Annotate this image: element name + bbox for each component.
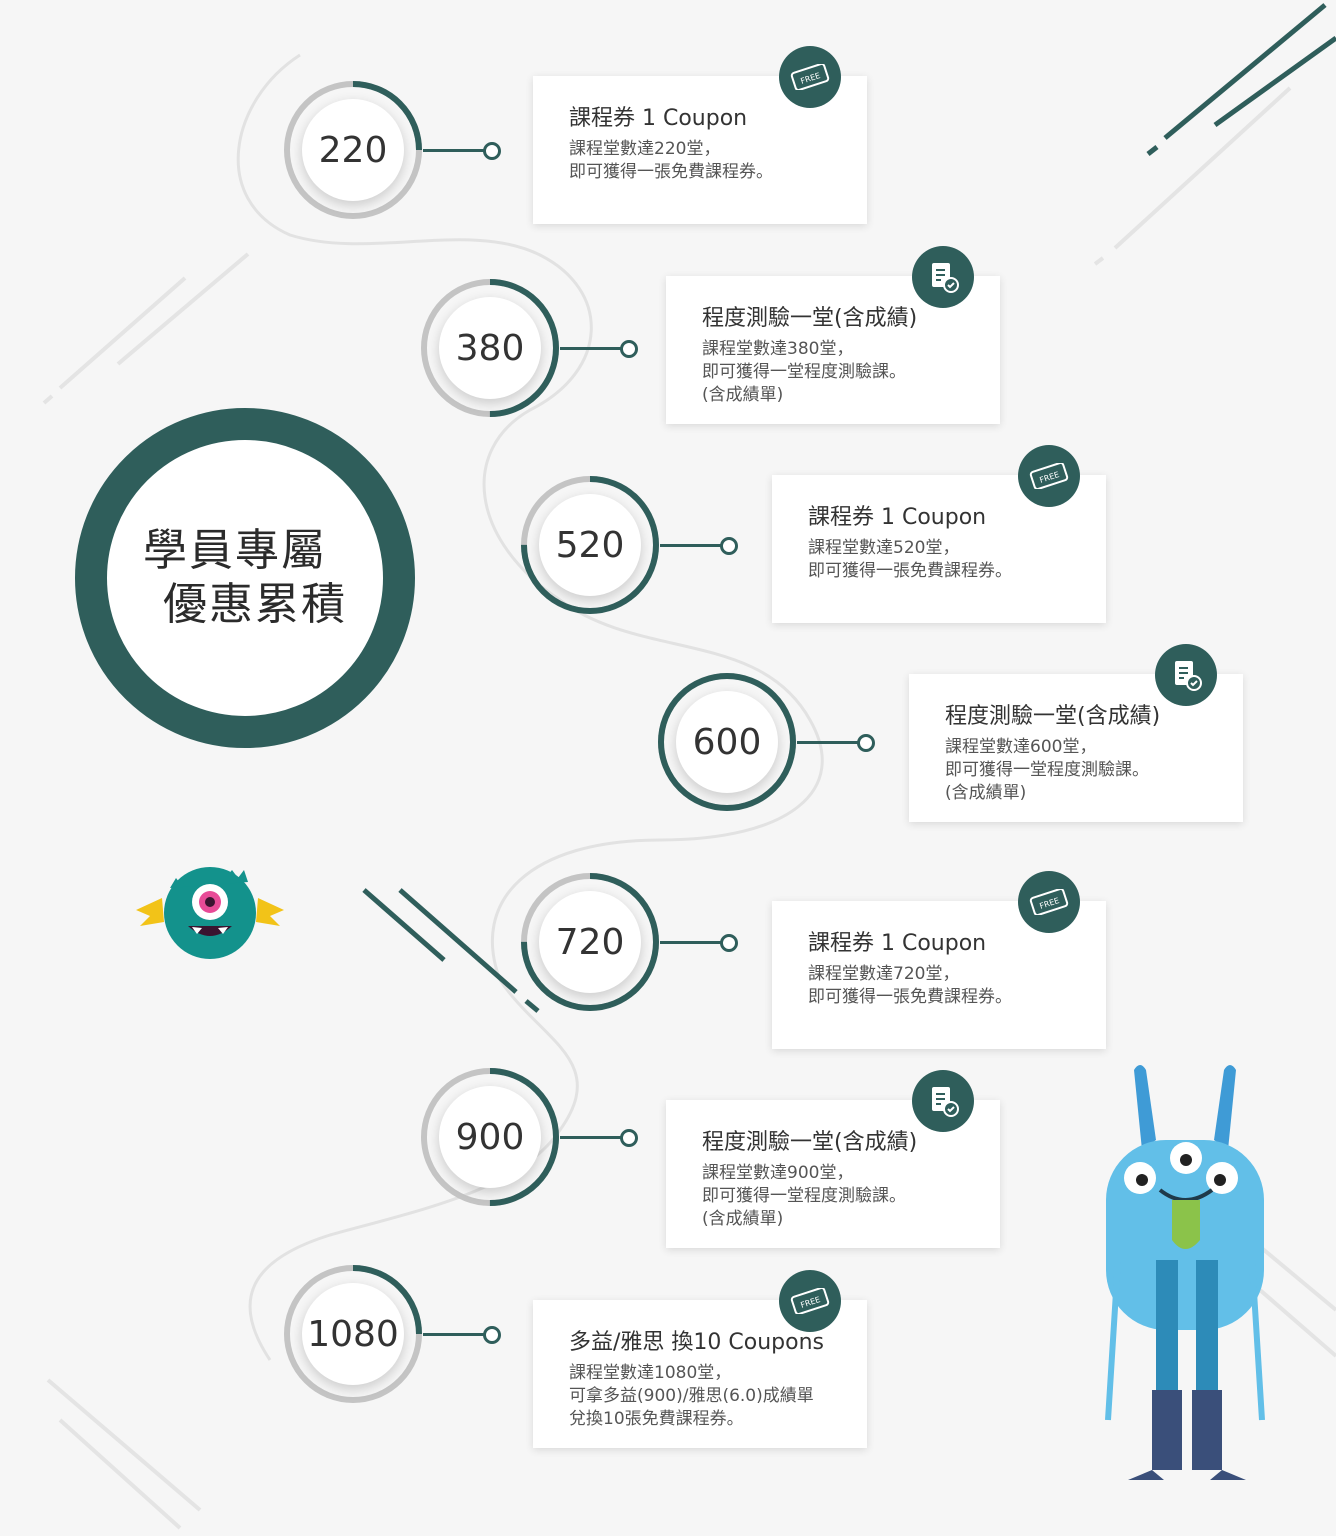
hub-title-line-1: 學員專屬 [143,525,327,576]
reward-description-line: 即可獲得一張免費課程券。 [808,561,1012,581]
ring-progress-arc [421,1068,559,1206]
reward-description-line: 課程堂數達1080堂， [569,1363,732,1383]
test-document-icon [1155,644,1217,706]
connector-dot [620,340,638,358]
reward-title: 程度測驗一堂(含成績) [702,306,918,331]
connector-dot [483,1326,501,1344]
milestone-count: 520 [539,494,641,596]
ring-progress-arc [658,673,796,811]
reward-description-line: 課程堂數達220堂， [569,139,721,159]
free-ticket-icon: FREE [779,1270,841,1332]
milestone-ring: 720 [517,869,663,1015]
milestone-ring: 1080 [280,1261,426,1407]
milestone-connector [660,544,722,547]
ring-progress-arc [284,1265,422,1403]
milestone-ring: 520 [517,472,663,618]
reward-title: 課程券 1 Coupon [569,106,748,131]
blue-monster-illustration [1105,1065,1265,1480]
connector-dot [620,1129,638,1147]
free-ticket-icon: FREE [1018,445,1080,507]
reward-description-line: 課程堂數達900堂， [702,1163,854,1183]
ring-progress-arc [521,873,659,1011]
reward-title: 程度測驗一堂(含成績) [702,1130,918,1155]
reward-title: 課程券 1 Coupon [808,505,987,530]
connector-dot [720,934,738,952]
milestone-ring: 600 [654,669,800,815]
milestone-connector [560,1136,622,1139]
milestone-connector [560,347,622,350]
reward-description-line: 課程堂數達600堂， [945,737,1097,757]
reward-description-line: 可拿多益(900)/雅思(6.0)成績單 [569,1386,814,1406]
milestone-count: 380 [439,297,541,399]
reward-description-line: 即可獲得一堂程度測驗課。 [945,760,1149,780]
reward-title: 課程券 1 Coupon [808,931,987,956]
reward-description-line: (含成績單) [945,783,1027,803]
milestone-count: 900 [439,1086,541,1188]
milestone-ring: 380 [417,275,563,421]
reward-description-line: 即可獲得一張免費課程券。 [808,987,1012,1007]
milestone-connector [423,149,485,152]
reward-description-line: (含成績單) [702,385,784,405]
reward-title: 多益/雅思 換10 Coupons [569,1330,824,1355]
hub-title-line-2: 優惠累積 [163,579,347,630]
test-document-icon [912,1070,974,1132]
milestone-connector [423,1333,485,1336]
milestone-count: 220 [302,99,404,201]
reward-description-line: 即可獲得一堂程度測驗課。 [702,1186,906,1206]
reward-title: 程度測驗一堂(含成績) [945,704,1161,729]
reward-description-line: (含成績單) [702,1209,784,1229]
test-document-icon [912,246,974,308]
milestone-ring: 900 [417,1064,563,1210]
reward-description-line: 即可獲得一張免費課程券。 [569,162,773,182]
milestone-count: 600 [676,691,778,793]
connector-dot [720,537,738,555]
milestone-count: 1080 [302,1283,404,1385]
ring-progress-arc [421,279,559,417]
ring-progress-arc [521,476,659,614]
milestone-connector [797,741,859,744]
hub-circle: 學員專屬 優惠累積 [75,408,415,748]
reward-description-line: 課程堂數達720堂， [808,964,960,984]
reward-description-line: 課程堂數達380堂， [702,339,854,359]
milestone-count: 720 [539,891,641,993]
reward-description-line: 即可獲得一堂程度測驗課。 [702,362,906,382]
milestone-ring: 220 [280,77,426,223]
free-ticket-icon: FREE [1018,871,1080,933]
connector-dot [483,142,501,160]
reward-description-line: 兌換10張免費課程券。 [569,1409,744,1429]
ring-progress-arc [284,81,422,219]
free-ticket-icon: FREE [779,46,841,108]
reward-description-line: 課程堂數達520堂， [808,538,960,558]
connector-dot [857,734,875,752]
winged-monster-illustration [136,867,284,959]
milestone-connector [660,941,722,944]
